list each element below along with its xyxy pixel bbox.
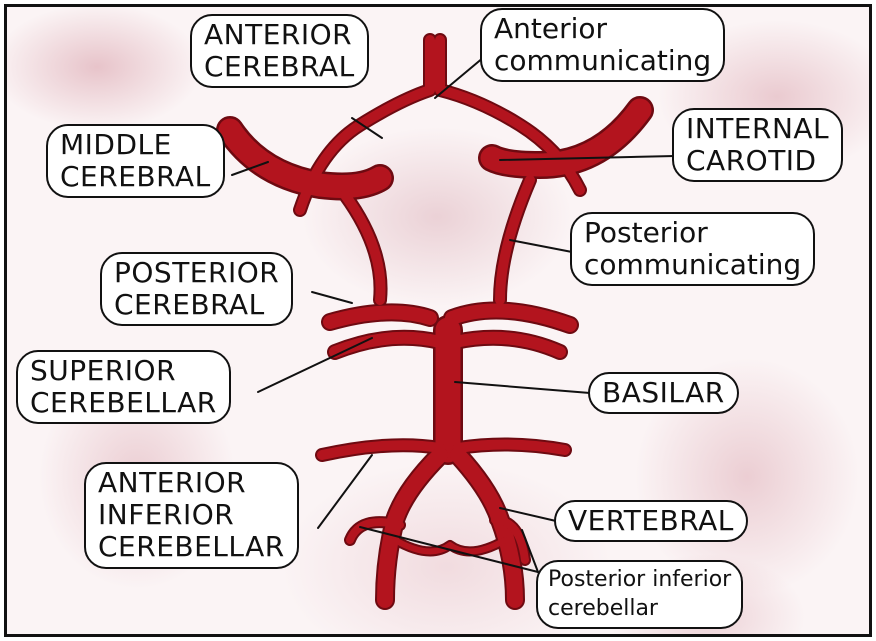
label-posterior-cerebral-line-2: CEREBRAL — [114, 289, 279, 321]
label-vertebral-line-1: VERTEBRAL — [568, 505, 734, 537]
label-internal-carotid: INTERNAL CAROTID — [672, 108, 843, 182]
label-internal-carotid-line-2: CAROTID — [686, 145, 829, 177]
label-basilar-line-1: BASILAR — [602, 377, 725, 409]
label-posterior-communicating-line-2: communicating — [584, 249, 801, 281]
label-anterior-inferior-cerebellar-line-1: ANTERIOR — [98, 467, 285, 499]
label-anterior-communicating-line-1: Anterior — [494, 13, 711, 45]
label-anterior-cerebral-line-1: ANTERIOR — [204, 19, 355, 51]
label-posterior-inferior-cerebellar-line-1: Posterior inferior — [548, 566, 731, 595]
label-anterior-communicating-line-2: communicating — [494, 45, 711, 77]
label-posterior-cerebral-line-1: POSTERIOR — [114, 257, 279, 289]
label-middle-cerebral-line-1: MIDDLE — [60, 129, 211, 161]
label-posterior-inferior-cerebellar: Posterior inferior cerebellar — [536, 560, 743, 629]
label-posterior-cerebral: POSTERIOR CEREBRAL — [100, 252, 293, 326]
label-middle-cerebral-line-2: CEREBRAL — [60, 161, 211, 193]
leader-posterior-cerebral — [312, 292, 352, 303]
leader-superior-cerebellar — [258, 338, 372, 392]
leader-anterior-inferior-cerebellar — [318, 455, 372, 528]
label-anterior-cerebral: ANTERIOR CEREBRAL — [190, 14, 369, 88]
label-anterior-cerebral-line-2: CEREBRAL — [204, 51, 355, 83]
label-superior-cerebellar-line-1: SUPERIOR — [30, 355, 217, 387]
label-superior-cerebellar: SUPERIOR CEREBELLAR — [16, 350, 231, 424]
label-posterior-communicating: Posterior communicating — [570, 212, 815, 286]
label-superior-cerebellar-line-2: CEREBELLAR — [30, 387, 217, 419]
label-anterior-communicating: Anterior communicating — [480, 8, 725, 82]
label-vertebral: VERTEBRAL — [554, 500, 748, 542]
label-anterior-inferior-cerebellar-line-2: INFERIOR — [98, 499, 285, 531]
label-middle-cerebral: MIDDLE CEREBRAL — [46, 124, 225, 198]
leader-posterior-communicating — [510, 240, 572, 252]
label-basilar: BASILAR — [588, 372, 739, 414]
label-anterior-inferior-cerebellar: ANTERIOR INFERIOR CEREBELLAR — [84, 462, 299, 569]
leader-basilar — [455, 382, 590, 393]
label-anterior-inferior-cerebellar-line-3: CEREBELLAR — [98, 531, 285, 563]
label-posterior-communicating-line-1: Posterior — [584, 217, 801, 249]
label-posterior-inferior-cerebellar-line-2: cerebellar — [548, 595, 731, 624]
label-internal-carotid-line-1: INTERNAL — [686, 113, 829, 145]
